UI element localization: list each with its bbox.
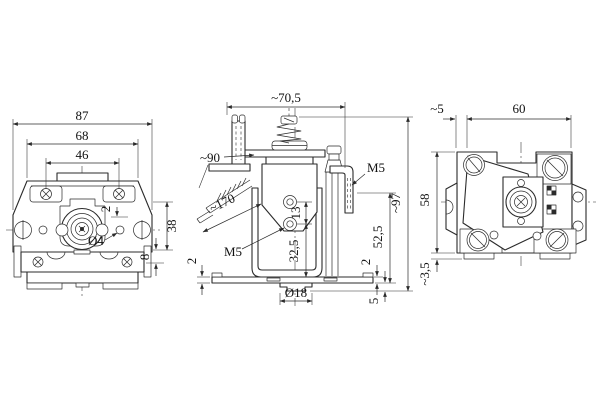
rear-body [445,151,587,260]
dim-side-dia18: Ø18 [279,285,313,305]
dim-front-87: 87 [12,108,153,210]
front-view: 87 68 46 38 8 [6,108,179,298]
dim-label-dia4: Ø4 [88,233,104,248]
dim-side-5: 5 [366,271,387,305]
dim-rear-35: ~3,5 [417,258,462,286]
dim-label-170: ~170 [207,190,237,215]
dim-label-5: 5 [366,298,381,305]
dim-rear-5: ~5 [430,101,468,148]
dim-label-90: ~90 [200,150,220,165]
dim-front-2: 2 [98,206,128,218]
dim-label-2-left: 2 [184,258,199,265]
dim-label-325: 32,5 [286,240,301,263]
dim-side-525: 52,5 [357,192,396,284]
front-dimensions: 87 68 46 38 8 [12,108,179,276]
side-crimp-serrations [216,177,247,202]
dim-front-38: 38 [153,201,179,251]
dim-side-90: ~90 [198,150,255,189]
rear-screw-top-right [542,155,568,181]
dim-label-8: 8 [137,254,152,261]
rear-screw-top-left [463,154,485,176]
dim-front-dia4: Ø4 [88,232,118,248]
side-body [196,108,374,292]
dim-side-2-left: 2 [184,258,210,295]
dim-side-13: 13 [288,201,312,225]
rear-screw-bottom-right [545,228,569,252]
front-top-tab [56,172,109,182]
side-spring-screw [276,108,302,144]
dim-side-705: ~70,5 [226,90,346,168]
dim-label-38: 38 [164,220,179,233]
rear-checker-marks [546,185,557,215]
front-lower-bracket [13,245,152,290]
side-view: ~70,5 ~97 52,5 13 32,5 [184,90,413,306]
dim-label-13: 13 [288,207,303,220]
front-mount-holes [14,220,151,240]
dim-label-m5-upper: M5 [367,160,385,175]
dim-label-46: 46 [76,147,90,162]
side-terminal-post [208,114,251,172]
dim-label-rear5: ~5 [430,101,444,116]
dim-rear-58: 58 [417,151,455,254]
dim-side-97: ~97 [299,116,413,292]
dim-label-2: 2 [98,206,113,213]
dim-label-68: 68 [76,128,89,143]
dim-label-35: ~3,5 [417,262,432,285]
side-flange-stack [237,140,326,165]
rear-left-ear [445,182,458,236]
rear-core-boss [489,179,542,241]
rear-screw-bottom-left [466,228,490,252]
side-base [211,272,374,292]
side-boss [279,282,313,292]
side-m5-holes [283,195,297,231]
rear-view: ~5 60 58 ~3,5 [417,101,596,286]
front-lower-screw-right [121,256,133,268]
dim-front-68: 68 [26,128,139,178]
dim-label-525: 52,5 [370,226,385,249]
dim-side-325: 32,5 [286,223,308,278]
dim-front-8: 8 [137,238,164,276]
dim-side-2-right: 2 [358,259,383,295]
front-base-plate [26,271,139,284]
side-terminal-bracket [329,165,354,214]
dim-rear-60: 60 [466,101,572,148]
dim-label-58: 58 [417,194,432,207]
front-lower-screw-left [32,256,44,268]
dim-label-87: 87 [76,108,90,123]
rear-dimensions: ~5 60 58 ~3,5 [417,101,572,286]
dim-label-m5-lower: M5 [224,244,242,259]
dim-label-2-right: 2 [358,259,373,266]
dim-side-m5-upper: M5 [351,160,385,186]
dim-label-705: ~70,5 [271,90,301,105]
dim-front-46: 46 [45,147,120,189]
front-body [12,172,153,290]
dim-side-m5-lower: M5 [224,227,285,259]
side-dimensions: ~70,5 ~97 52,5 13 32,5 [184,90,413,305]
dim-label-dia18: Ø18 [285,285,307,300]
dim-label-60: 60 [513,101,526,116]
